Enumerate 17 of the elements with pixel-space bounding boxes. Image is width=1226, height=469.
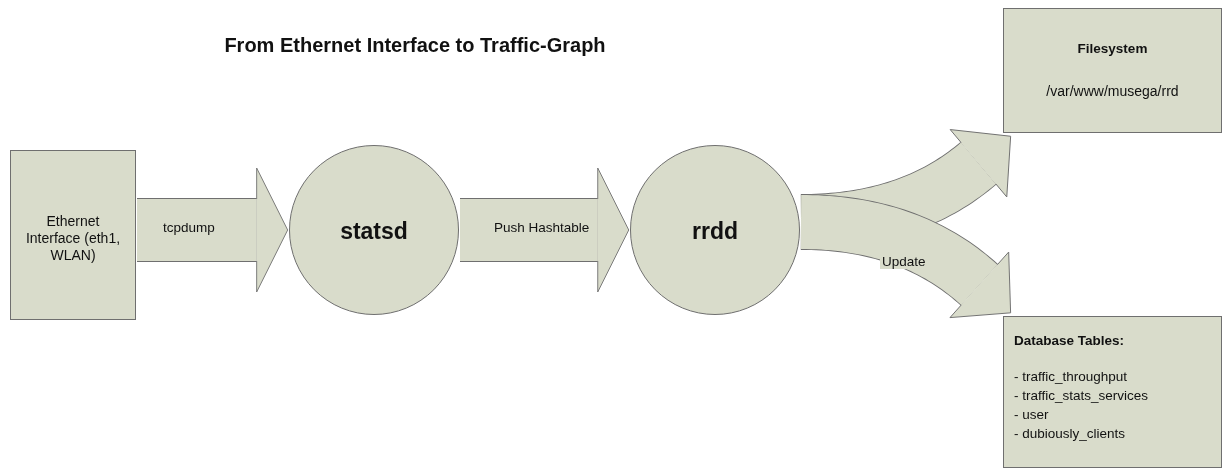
node-label: /var/www/musega/rrd xyxy=(1045,83,1180,100)
node-label: Ethernet Interface (eth1, WLAN) xyxy=(25,213,121,264)
box-heading: Filesystem xyxy=(1076,41,1149,58)
box-heading: Database Tables: xyxy=(1014,333,1126,350)
storage-box xyxy=(1003,316,1222,468)
edge-label: Update xyxy=(880,254,928,269)
edge-label: Push Hashtable xyxy=(492,220,592,235)
list-item: - traffic_stats_services xyxy=(1014,388,1150,405)
list-item: - user xyxy=(1014,407,1050,424)
storage-box xyxy=(1003,8,1222,133)
edge-label: tcpdump xyxy=(161,220,217,235)
list-item: - traffic_throughput xyxy=(1014,369,1129,386)
node-label: statsd xyxy=(339,218,409,244)
diagram-title: From Ethernet Interface to Traffic-Graph xyxy=(223,34,607,57)
node-label: rrdd xyxy=(691,218,739,244)
list-item: - dubiously_clients xyxy=(1014,426,1127,443)
interface-box xyxy=(10,150,136,320)
